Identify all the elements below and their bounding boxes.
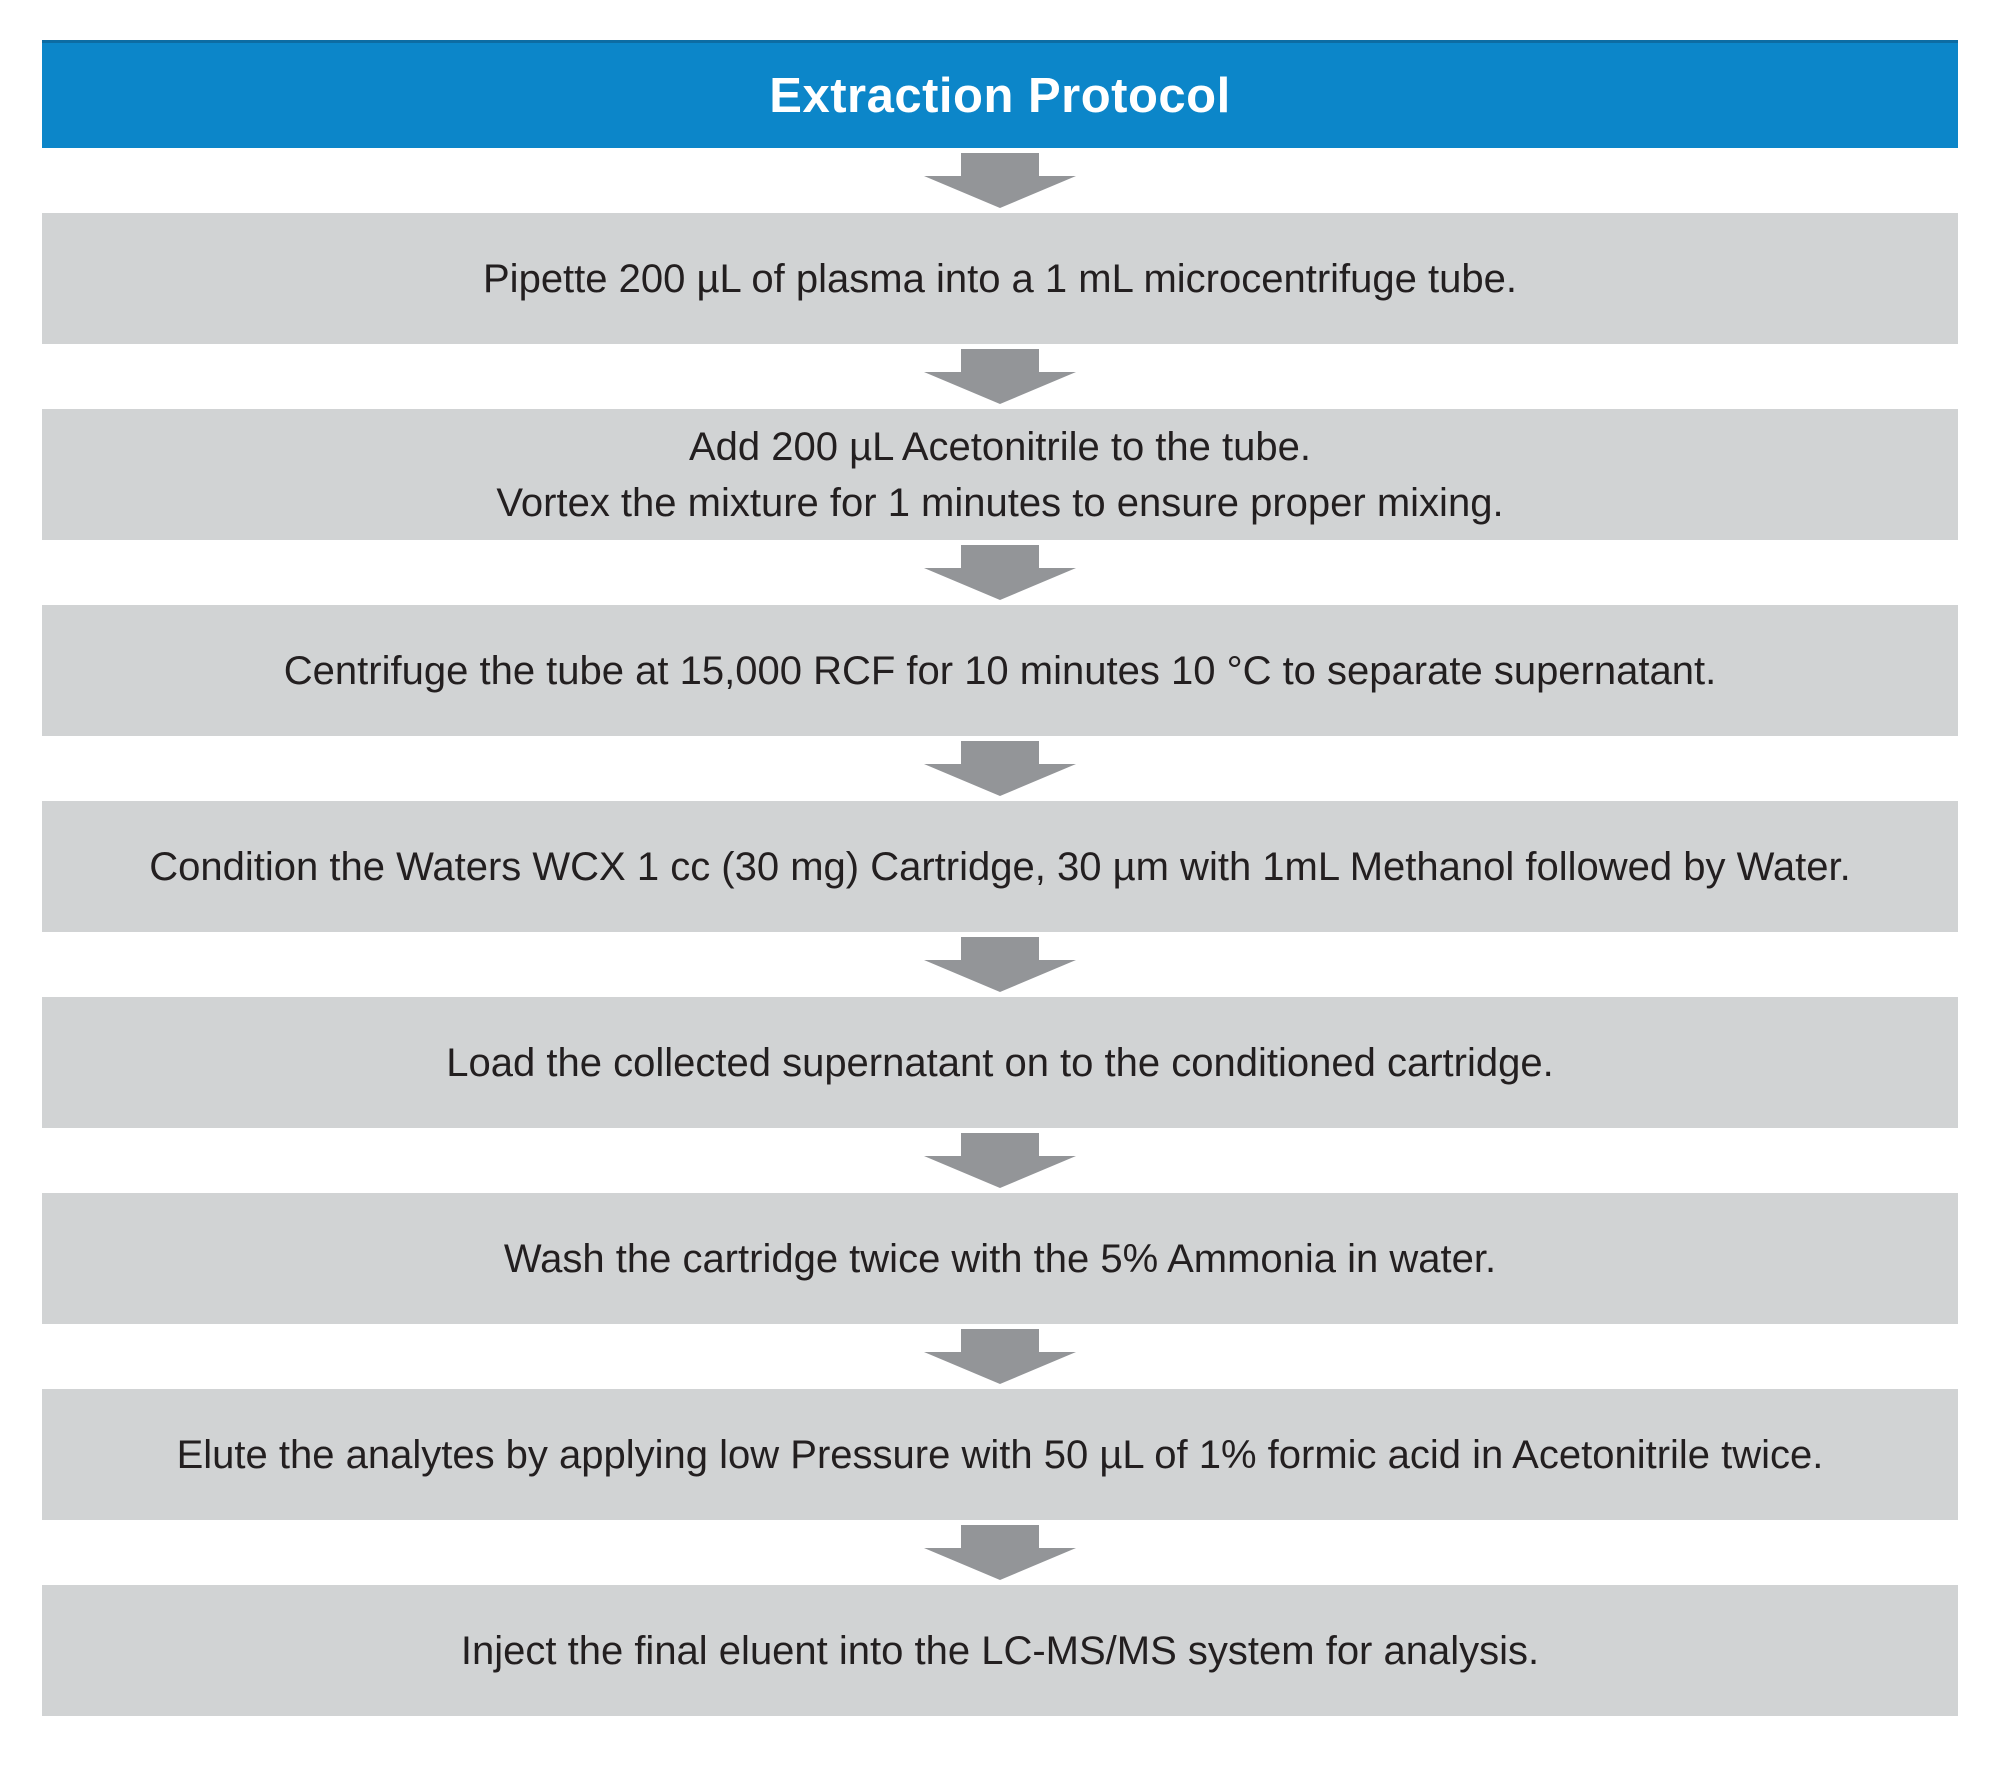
down-arrow-icon xyxy=(924,1329,1076,1384)
flow-connector-6 xyxy=(42,1128,1958,1193)
down-arrow-icon xyxy=(924,349,1076,404)
step-box-1: Pipette 200 µL of plasma into a 1 mL mic… xyxy=(42,213,1958,344)
down-arrow-icon xyxy=(924,545,1076,600)
step-text: Elute the analytes by applying low Press… xyxy=(176,1432,1824,1477)
step-box-5: Load the collected supernatant on to the… xyxy=(42,997,1958,1128)
flow-connector-7 xyxy=(42,1324,1958,1389)
step-box-6: Wash the cartridge twice with the 5% Amm… xyxy=(42,1193,1958,1324)
flow-connector-5 xyxy=(42,932,1958,997)
flow-connector-2 xyxy=(42,344,1958,409)
down-arrow-icon xyxy=(924,937,1076,992)
step-text: Add 200 µL Acetonitrile to the tube. xyxy=(689,424,1311,469)
step-text: Condition the Waters WCX 1 cc (30 mg) Ca… xyxy=(149,844,1851,889)
step-text: Inject the final eluent into the LC-MS/M… xyxy=(460,1628,1540,1673)
flow-connector-8 xyxy=(42,1520,1958,1585)
step-text: Wash the cartridge twice with the 5% Amm… xyxy=(503,1236,1497,1281)
step-text: Pipette 200 µL of plasma into a 1 mL mic… xyxy=(483,256,1517,301)
step-box-4: Condition the Waters WCX 1 cc (30 mg) Ca… xyxy=(42,801,1958,932)
flow-connector-4 xyxy=(42,736,1958,801)
step-text: Load the collected supernatant on to the… xyxy=(446,1040,1554,1085)
header-box: Extraction Protocol xyxy=(42,40,1958,148)
step-box-8: Inject the final eluent into the LC-MS/M… xyxy=(42,1585,1958,1716)
page-title: Extraction Protocol xyxy=(769,68,1231,123)
down-arrow-icon xyxy=(924,153,1076,208)
flow-connector-1 xyxy=(42,148,1958,213)
step-text: Vortex the mixture for 1 minutes to ensu… xyxy=(496,480,1504,525)
step-text: Centrifuge the tube at 15,000 RCF for 10… xyxy=(283,648,1717,693)
down-arrow-icon xyxy=(924,741,1076,796)
step-box-2: Add 200 µL Acetonitrile to the tube. Vor… xyxy=(42,409,1958,540)
flow-connector-3 xyxy=(42,540,1958,605)
down-arrow-icon xyxy=(924,1133,1076,1188)
down-arrow-icon xyxy=(924,1525,1076,1580)
step-box-7: Elute the analytes by applying low Press… xyxy=(42,1389,1958,1520)
step-box-3: Centrifuge the tube at 15,000 RCF for 10… xyxy=(42,605,1958,736)
